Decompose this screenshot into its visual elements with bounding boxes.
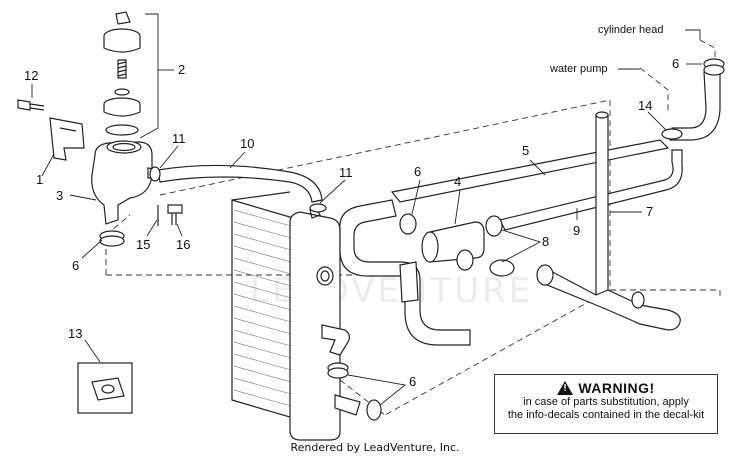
clamp-8-a	[485, 215, 503, 237]
leader-lines	[31, 13, 702, 406]
callout-7: 7	[646, 204, 653, 219]
callout-11b: 11	[339, 165, 353, 180]
clamp-14	[661, 128, 683, 140]
warning-box: WARNING! in case of parts substitution, …	[494, 374, 718, 434]
clamp-6-tank	[99, 230, 125, 247]
callout-6d: 6	[409, 374, 416, 389]
clamp-6-bottom	[327, 362, 382, 421]
callout-6a: 6	[72, 258, 79, 273]
callout-4: 4	[454, 174, 461, 189]
callout-11a: 11	[172, 131, 186, 146]
bolt-12	[17, 99, 45, 111]
hose-9	[499, 149, 683, 231]
callout-9: 9	[573, 223, 580, 238]
warning-title: WARNING!	[495, 380, 717, 396]
clamp-8-b	[489, 259, 515, 277]
callout-2: 2	[178, 62, 185, 77]
callout-10: 10	[240, 136, 254, 151]
thermostat-4	[421, 221, 485, 271]
callout-13: 13	[68, 326, 82, 341]
clamp-11-a	[149, 166, 161, 182]
warning-line-1: in case of parts substitution, apply	[523, 396, 689, 408]
callout-15: 15	[136, 237, 150, 252]
callout-6b: 6	[414, 164, 421, 179]
clip-13-inset	[77, 362, 133, 414]
hose-10	[157, 164, 323, 203]
radiator	[231, 191, 361, 441]
pipe-7	[595, 111, 609, 299]
warning-icon	[557, 381, 574, 395]
hose-down	[399, 261, 419, 303]
label-cylinder-head: cylinder head	[598, 24, 663, 36]
callout-5: 5	[522, 143, 529, 158]
callout-16: 16	[176, 237, 190, 252]
clamp-11-b	[309, 203, 327, 213]
warning-title-text: WARNING!	[578, 380, 655, 396]
footer-credit: Rendered by LeadVenture, Inc.	[290, 441, 460, 454]
callout-6c: 6	[672, 56, 679, 71]
callout-3: 3	[56, 188, 63, 203]
callout-12: 12	[24, 68, 38, 83]
label-water-pump: water pump	[549, 63, 607, 75]
bolt-16	[167, 204, 183, 225]
callout-numbers: 1 2 3 4 5 6 6 6 6 7 8 9 10 11 11 12 13 1…	[24, 56, 679, 389]
callout-1: 1	[36, 172, 43, 187]
expansion-tank	[49, 117, 161, 225]
clamp-6-thermo	[399, 213, 417, 235]
cap-assembly	[103, 11, 141, 136]
pipe-t-lower	[539, 267, 681, 331]
callout-8: 8	[542, 234, 549, 249]
warning-line-2: the info-decals contained in the decal-k…	[507, 409, 705, 421]
callout-14: 14	[638, 98, 652, 113]
pipe-cylinder-head	[669, 71, 721, 141]
